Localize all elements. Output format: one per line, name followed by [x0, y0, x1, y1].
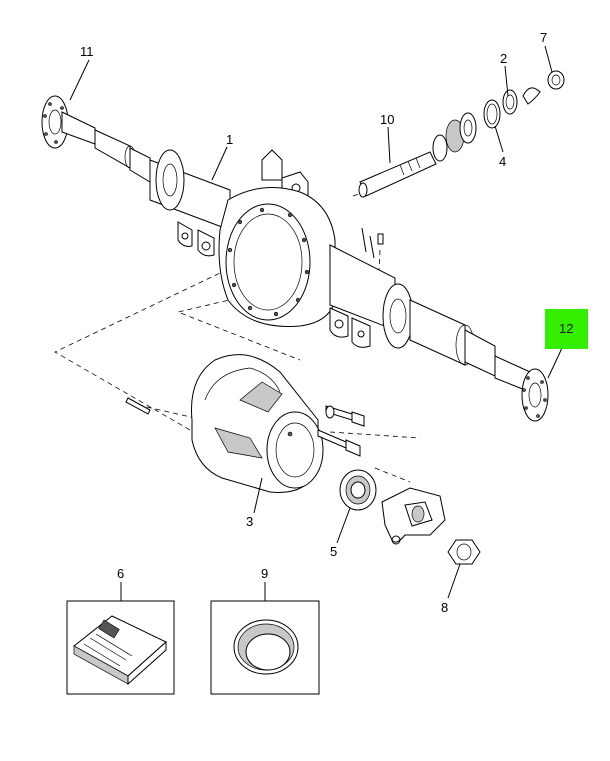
callout-labels: 11 1 10 2 7 4 12 3 5 8 6 9 [80, 30, 573, 615]
washer [502, 89, 518, 115]
callout-3[interactable]: 3 [246, 514, 253, 529]
differential-carrier [125, 354, 365, 494]
snap-ring [483, 99, 501, 129]
axle-shaft-left [41, 95, 151, 183]
drive-yoke [381, 487, 446, 545]
highlight-box-item-12[interactable] [545, 309, 588, 349]
callout-2[interactable]: 2 [500, 51, 507, 66]
pinion-bearing-set [432, 112, 477, 162]
callout-12[interactable]: 12 [559, 321, 573, 336]
axle-housing [149, 149, 414, 349]
callout-8[interactable]: 8 [441, 600, 448, 615]
pinion-seal [339, 469, 377, 511]
callout-10[interactable]: 10 [380, 112, 394, 127]
pinion-shaft [358, 151, 437, 198]
yoke-nut [447, 539, 481, 565]
callout-9[interactable]: 9 [261, 566, 268, 581]
axle-shaft-right [409, 299, 549, 422]
callout-11[interactable]: 11 [80, 44, 94, 59]
callout-6[interactable]: 6 [117, 566, 124, 581]
callout-7[interactable]: 7 [540, 30, 547, 45]
leader-lines [69, 45, 563, 601]
callout-1[interactable]: 1 [226, 132, 233, 147]
bearing-cup-detail-box [210, 600, 320, 695]
module-detail-box [66, 600, 175, 695]
callout-5[interactable]: 5 [330, 544, 337, 559]
pinion-nut [522, 70, 565, 105]
callout-4[interactable]: 4 [499, 154, 506, 169]
